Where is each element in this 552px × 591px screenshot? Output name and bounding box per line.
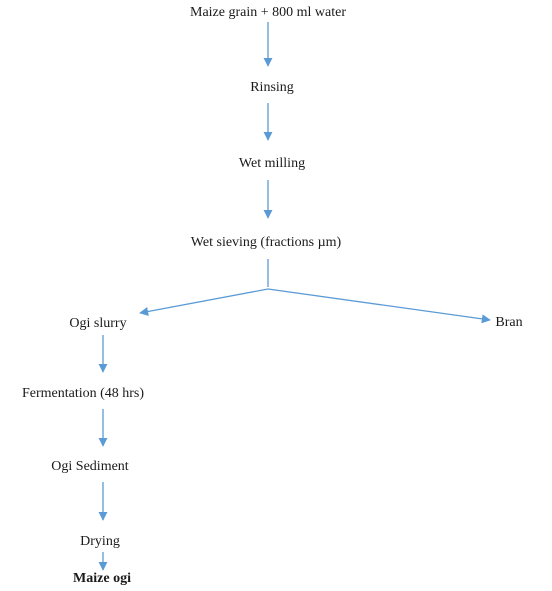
step-wet-sieving: Wet sieving (fractions µm)	[190, 235, 342, 250]
step-rinsing: Rinsing	[250, 80, 294, 95]
step-maize-grain-water: Maize grain + 800 ml water	[189, 5, 347, 20]
step-bran: Bran	[495, 315, 523, 330]
step-ogi-sediment: Ogi Sediment	[51, 459, 129, 474]
arrow-sieving-to-bran	[267, 288, 491, 324]
step-wet-milling: Wet milling	[238, 156, 306, 171]
step-maize-ogi: Maize ogi	[73, 571, 131, 586]
step-ogi-slurry: Ogi slurry	[69, 316, 127, 331]
arrow-sieving-to-ogi-slurry	[139, 288, 269, 316]
step-fermentation: Fermentation (48 hrs)	[21, 386, 145, 401]
step-drying: Drying	[80, 534, 120, 549]
